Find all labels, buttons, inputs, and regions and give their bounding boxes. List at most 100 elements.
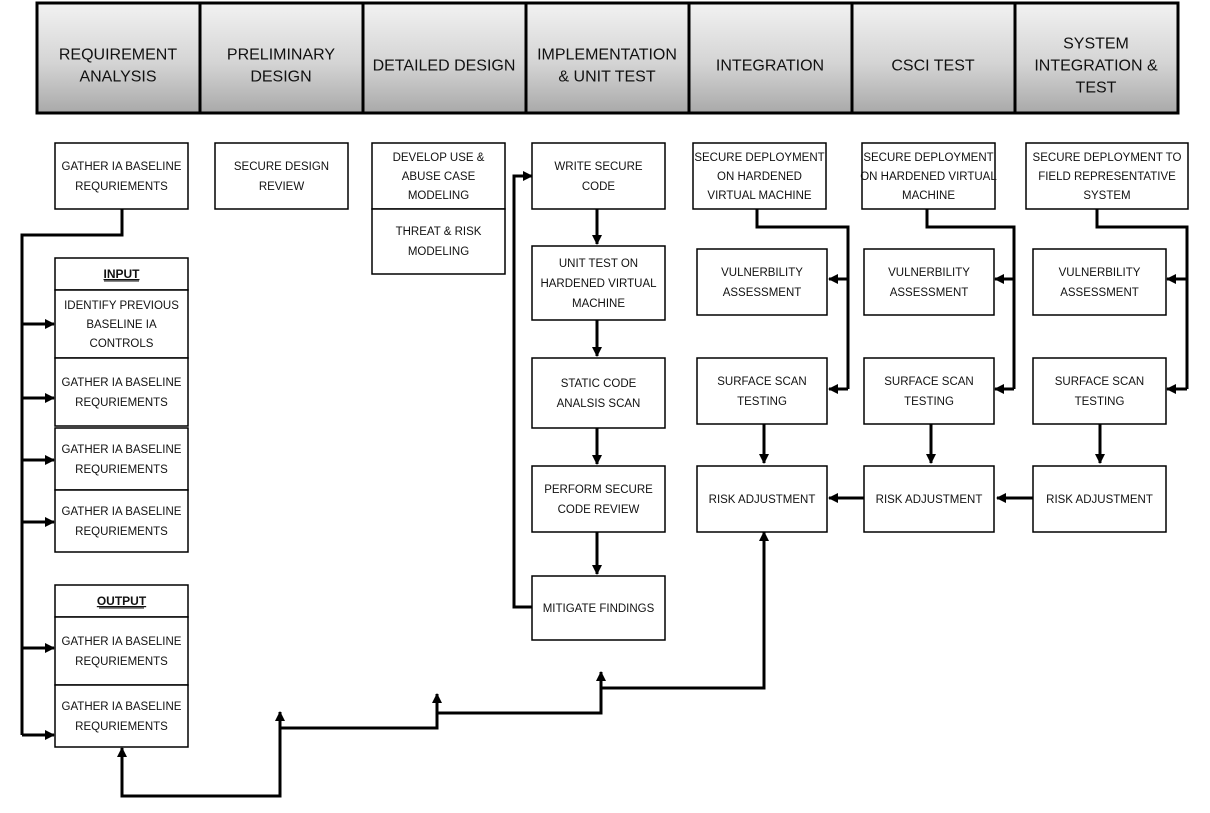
- input-item-label-2: GATHER IA BASELINE REQURIEMENTS: [62, 377, 182, 409]
- text-line: GATHER IA BASELINE: [62, 161, 182, 173]
- text-line: THREAT & RISK: [396, 226, 482, 238]
- text-line: WRITE SECURE: [554, 161, 643, 173]
- text-line: RISK ADJUSTMENT: [1046, 494, 1153, 506]
- impl-step-box-4: [531, 465, 666, 533]
- text-line: TESTING: [904, 396, 954, 408]
- text-line: ABUSE CASE: [402, 171, 476, 183]
- text-line: REQURIEMENTS: [75, 656, 168, 668]
- input-title: INPUT: [104, 267, 141, 281]
- text-line: CSCI TEST: [891, 58, 975, 75]
- staircase-connector: [120, 532, 766, 798]
- system-vuln-box: [1032, 248, 1167, 316]
- csci-scan-box: [863, 357, 995, 425]
- impl-step-box-1: [531, 142, 666, 210]
- text-line: STATIC CODE: [561, 378, 637, 390]
- integration-risk-box: [696, 465, 828, 533]
- integration-deploy-branch: [755, 209, 850, 389]
- text-line: REQURIEMENTS: [75, 464, 168, 476]
- text-line: GATHER IA BASELINE: [62, 377, 182, 389]
- text-line: HARDENED VIRTUAL: [540, 278, 657, 290]
- requirement-analysis-column: GATHER IA BASELINE REQURIEMENTS INPUT IDE…: [54, 142, 189, 748]
- integration-deploy-box: [692, 142, 827, 210]
- text-line: IDENTIFY PREVIOUS: [64, 300, 179, 312]
- input-title-box: [54, 257, 189, 291]
- integration-vuln-box: [696, 248, 828, 316]
- system-deploy-branch: [1095, 209, 1189, 389]
- text-line: GATHER IA BASELINE: [62, 506, 182, 518]
- text-line: SYSTEM: [1083, 190, 1130, 202]
- text-line: REQURIEMENTS: [75, 397, 168, 409]
- text-line: SECURE DEPLOYMENT TO: [1033, 152, 1182, 164]
- text-line: ANALSIS SCAN: [557, 398, 641, 410]
- integration-scan-box: [696, 357, 828, 425]
- text-line: DESIGN: [250, 69, 311, 86]
- impl-step-box-5: [531, 575, 666, 641]
- threat-risk-box: [371, 208, 506, 275]
- text-line: & UNIT TEST: [558, 69, 655, 86]
- text-line: ON HARDENED: [717, 171, 802, 183]
- text-line: SURFACE SCAN: [717, 376, 806, 388]
- text-line: MODELING: [408, 246, 469, 258]
- use-case-box: [371, 142, 506, 210]
- input-item-label-4: GATHER IA BASELINE REQURIEMENTS: [62, 506, 182, 538]
- text-line: INTEGRATION &: [1034, 58, 1158, 75]
- csci-vuln-box: [863, 248, 995, 316]
- text-line: PERFORM SECURE: [544, 484, 653, 496]
- csci-deploy-box: [861, 142, 996, 210]
- output-item-box-2: [54, 684, 189, 748]
- integration-risk-label: RISK ADJUSTMENT: [709, 494, 816, 506]
- text-line: IMPLEMENTATION: [537, 47, 677, 64]
- text-line: ASSESSMENT: [723, 287, 802, 299]
- connectors: [20, 170, 1189, 798]
- text-line: REQURIEMENTS: [75, 721, 168, 733]
- output-item-box-1: [54, 616, 189, 686]
- phase-system-integration: [1013, 1, 1180, 115]
- phase-label-implementation: IMPLEMENTATION & UNIT TEST: [537, 47, 677, 86]
- text-line: MACHINE: [572, 298, 625, 310]
- impl-step-label-3: STATIC CODE ANALSIS SCAN: [557, 378, 641, 410]
- text-line: GATHER IA BASELINE: [62, 444, 182, 456]
- text-line: REVIEW: [259, 181, 305, 193]
- output-title: OUTPUT: [97, 594, 147, 608]
- secure-design-review-box: [214, 142, 349, 210]
- csci-risk-box: [863, 465, 995, 533]
- text-line: ON HARDENED VIRTUAL: [860, 171, 997, 183]
- system-scan-box: [1032, 357, 1167, 425]
- text-line: SECURE DESIGN: [234, 161, 329, 173]
- phase-csci-test: [850, 1, 1017, 115]
- input-item-label-3: GATHER IA BASELINE REQURIEMENTS: [62, 444, 182, 476]
- gather-baseline-label: GATHER IA BASELINE REQURIEMENTS: [62, 161, 182, 193]
- text-line: VULNERBILITY: [1059, 267, 1141, 279]
- input-item-box-2: [54, 357, 189, 427]
- text-line: RISK ADJUSTMENT: [876, 494, 983, 506]
- text-line: SECURE DEPLOYMENT: [694, 152, 824, 164]
- impl-step-box-3: [531, 357, 666, 429]
- text-line: REQURIEMENTS: [75, 526, 168, 538]
- text-line: REQURIEMENTS: [75, 181, 168, 193]
- text-line: RISK ADJUSTMENT: [709, 494, 816, 506]
- text-line: MACHINE: [902, 190, 955, 202]
- phase-detailed-design: [361, 1, 528, 115]
- text-line: BASELINE IA: [86, 319, 157, 331]
- gather-baseline-box: [54, 142, 189, 210]
- text-line: MODELING: [408, 190, 469, 202]
- text-line: ASSESSMENT: [890, 287, 969, 299]
